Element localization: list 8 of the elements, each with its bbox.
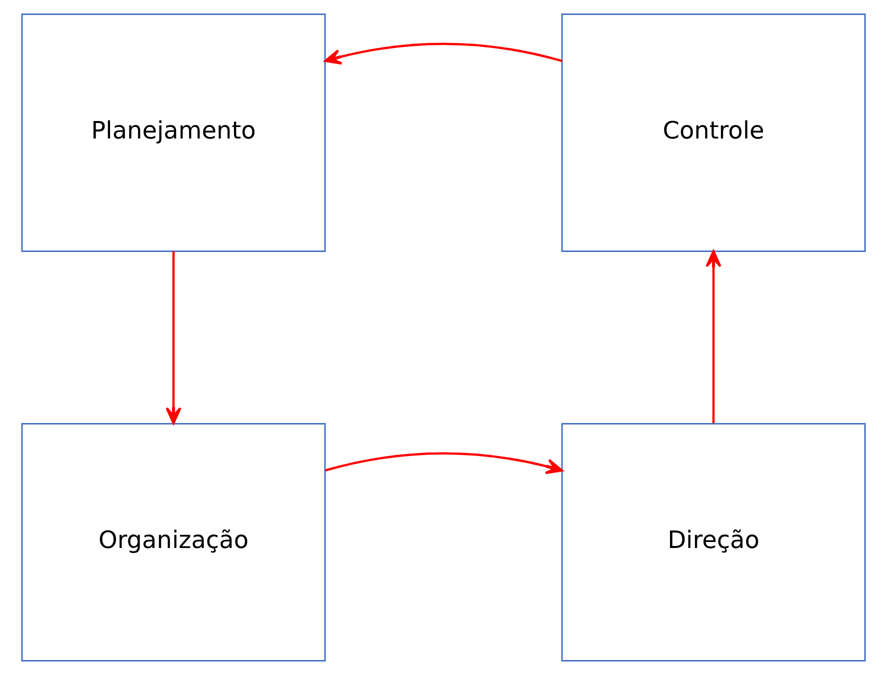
node-box: Planejamento [21,14,326,252]
arrow [324,42,562,65]
node-box: Direção [561,423,866,662]
arrow [325,452,564,474]
arrow [166,251,182,424]
node-box: Organização [21,423,326,662]
node-box: Controle [561,14,866,252]
arrow [706,250,722,424]
